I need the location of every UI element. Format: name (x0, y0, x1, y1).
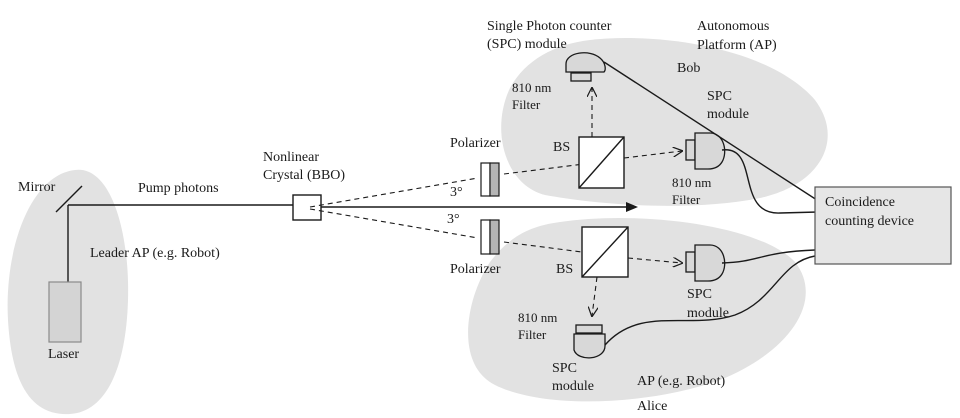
pump-photons-label: Pump photons (138, 181, 219, 196)
filter-bottom-label-line2: Filter (518, 327, 547, 342)
spc-right-top-label-line2: module (707, 107, 749, 122)
filter-mid-label-line1: 810 nm (672, 175, 711, 190)
lower-photon-path (309, 208, 682, 263)
cable-top (603, 61, 821, 203)
beam-splitter-bottom (581, 226, 629, 278)
polarizer-bottom-shape (480, 219, 500, 255)
spc-counter-label-line2: (SPC) module (487, 37, 567, 52)
detector-top (565, 52, 606, 82)
coincidence-label-line1: Coincidence (825, 195, 895, 210)
cable-right-top (721, 149, 819, 214)
detector-right-bottom (685, 244, 726, 282)
filter-bottom-label-line1: 810 nm (518, 310, 557, 325)
bs-bottom-label: BS (556, 262, 573, 277)
angle-top-label: 3° (450, 185, 463, 200)
mirror-shape (55, 185, 83, 213)
angle-bottom-label: 3° (447, 212, 460, 227)
leader-ap-label: Leader AP (e.g. Robot) (90, 246, 220, 261)
coincidence-device (814, 186, 952, 265)
polarizer-bottom-label: Polarizer (450, 262, 501, 277)
autonomous-label-line2: Platform (AP) (697, 38, 777, 53)
upper-photon-path (309, 151, 682, 208)
spc-bottom-right-label-line2: module (687, 306, 729, 321)
filter-mid-label-line2: Filter (672, 192, 701, 207)
mirror-label: Mirror (18, 180, 56, 195)
polarizer-top-shape (480, 162, 500, 197)
ap-robot-label: AP (e.g. Robot) (637, 374, 725, 389)
autonomous-label-line1: Autonomous (697, 19, 769, 34)
spc-counter-label-line1: Single Photon counter (487, 19, 612, 34)
bob-platform-blob (501, 38, 828, 206)
alice-label: Alice (637, 399, 667, 414)
detector-bottom (573, 324, 606, 359)
bs-top-label: BS (553, 140, 570, 155)
beam-splitter-top (578, 136, 625, 189)
cable-bottom (604, 255, 816, 346)
polarizer-top-label: Polarizer (450, 136, 501, 151)
spc-bottom-right-label-line1: SPC (687, 287, 712, 302)
bob-label: Bob (677, 61, 700, 76)
bbo-crystal (292, 194, 322, 221)
laser-label: Laser (48, 347, 79, 362)
spc-right-top-label-line1: SPC (707, 89, 732, 104)
cable-right-bottom (721, 249, 816, 264)
laser-box (48, 281, 82, 343)
spc-bottom-label-line1: SPC (552, 361, 577, 376)
nonlinear-label-line2: Crystal (BBO) (263, 168, 345, 183)
filter-top-label-line1: 810 nm (512, 80, 551, 95)
bottom-reflected-path (592, 276, 597, 316)
coincidence-label-line2: counting device (825, 214, 914, 229)
nonlinear-label-line1: Nonlinear (263, 150, 319, 165)
spc-bottom-label-line2: module (552, 379, 594, 394)
filter-top-label-line2: Filter (512, 97, 541, 112)
